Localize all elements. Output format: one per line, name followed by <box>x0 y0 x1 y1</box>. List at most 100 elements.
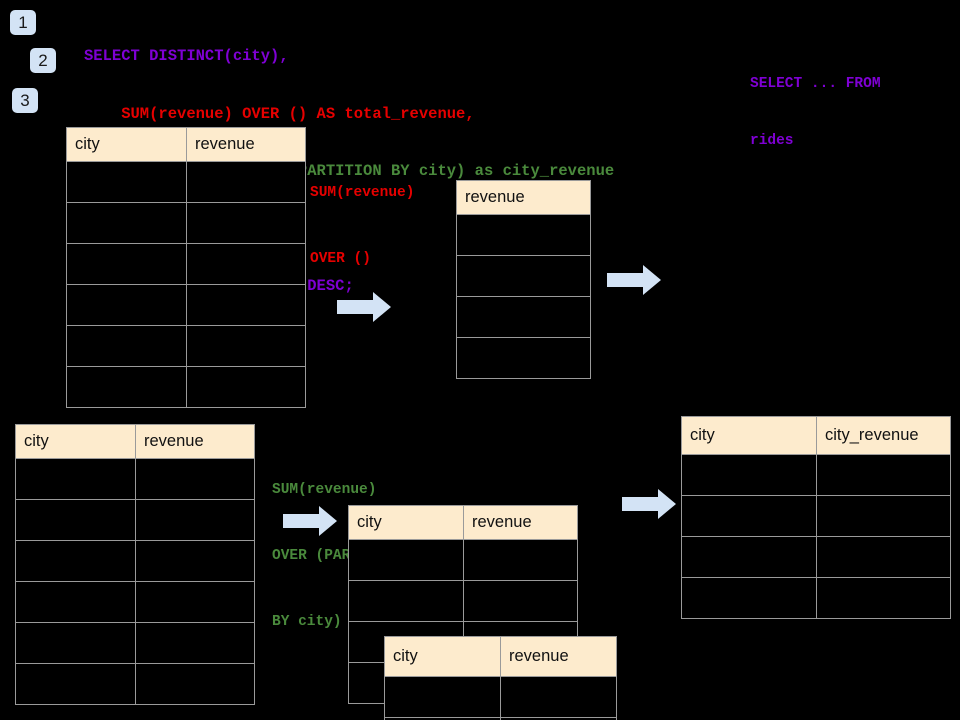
table-cell <box>66 243 187 285</box>
table-row <box>15 622 255 664</box>
step-badge-1: 1 <box>10 10 36 35</box>
table-cell <box>681 536 817 578</box>
table-row <box>456 296 591 338</box>
table-cell <box>66 325 187 367</box>
table-cell <box>66 366 187 408</box>
table-cell <box>15 499 136 541</box>
table-cell <box>500 676 617 718</box>
table-cell <box>186 284 306 326</box>
right-arrow-icon <box>607 265 661 295</box>
table-row <box>66 243 306 285</box>
table-row <box>681 454 951 496</box>
table-cell <box>816 536 951 578</box>
table-row <box>348 580 578 622</box>
table-row <box>15 458 255 500</box>
step-badge-3: 3 <box>12 88 38 113</box>
table-cell <box>348 539 464 581</box>
right-arrow-icon <box>622 489 676 519</box>
table-header-row: city revenue <box>348 505 578 540</box>
sql-line-select: SELECT DISTINCT(city), <box>84 47 289 65</box>
table-cell <box>456 255 591 297</box>
table-cell <box>500 717 617 720</box>
source-query-annotation-line-1: SELECT ... FROM <box>750 76 881 92</box>
total-revenue-table: revenue <box>456 180 591 379</box>
column-header-city: city <box>348 505 464 540</box>
arrow-partition-to-result <box>622 488 676 520</box>
table-cell <box>15 458 136 500</box>
step-badge-2: 2 <box>30 48 56 73</box>
table-cell <box>186 202 306 244</box>
arrow-rides-to-total-revenue <box>337 291 391 323</box>
table-cell <box>456 337 591 379</box>
table-cell <box>15 622 136 664</box>
table-cell <box>66 161 187 203</box>
table-cell <box>463 580 578 622</box>
table-cell <box>463 539 578 581</box>
table-cell <box>135 622 255 664</box>
table-body <box>15 458 255 705</box>
table-cell <box>186 366 306 408</box>
table-row <box>66 366 306 408</box>
source-query-annotation: SELECT ... FROM rides <box>750 37 881 189</box>
table-header-row: revenue <box>456 180 591 215</box>
table-row <box>681 495 951 537</box>
table-cell <box>15 581 136 623</box>
sum-partition-annotation-line-1: SUM(revenue) <box>272 482 377 498</box>
table-cell <box>816 577 951 619</box>
table-row <box>15 540 255 582</box>
table-cell <box>186 325 306 367</box>
table-cell <box>186 243 306 285</box>
table-row <box>384 676 617 718</box>
table-cell <box>66 202 187 244</box>
table-cell <box>456 214 591 256</box>
partition-group-table-front: city revenue <box>384 636 617 720</box>
table-cell <box>681 577 817 619</box>
table-row <box>66 202 306 244</box>
table-row <box>456 255 591 297</box>
table-cell <box>681 454 817 496</box>
table-cell <box>348 580 464 622</box>
table-cell <box>66 284 187 326</box>
table-body <box>66 161 306 408</box>
table-cell <box>15 540 136 582</box>
column-header-city: city <box>15 424 136 459</box>
table-cell <box>135 540 255 582</box>
sum-partition-annotation-line-3: BY city) <box>272 614 342 630</box>
table-header-row: city revenue <box>384 636 617 677</box>
rides-source-table-bottom: city revenue <box>15 424 255 705</box>
column-header-revenue: revenue <box>463 505 578 540</box>
table-row <box>456 214 591 256</box>
table-row <box>456 337 591 379</box>
table-header-row: city revenue <box>66 127 306 162</box>
column-header-city-revenue: city_revenue <box>816 416 951 455</box>
column-header-revenue: revenue <box>500 636 617 677</box>
table-body <box>384 676 617 720</box>
table-row <box>66 325 306 367</box>
table-cell <box>186 161 306 203</box>
arrow-total-revenue-to-result <box>607 264 661 296</box>
table-row <box>15 499 255 541</box>
table-cell <box>384 676 501 718</box>
sum-over-all-annotation-line-2: OVER () <box>310 251 371 267</box>
city-revenue-result-table: city city_revenue <box>681 416 951 619</box>
table-row <box>66 284 306 326</box>
table-row <box>681 536 951 578</box>
source-query-annotation-line-2: rides <box>750 133 794 149</box>
table-cell <box>135 663 255 705</box>
column-header-city: city <box>66 127 187 162</box>
table-row <box>681 577 951 619</box>
table-cell <box>456 296 591 338</box>
arrow-rides-to-partition <box>283 505 337 537</box>
table-row <box>66 161 306 203</box>
column-header-city: city <box>384 636 501 677</box>
table-row <box>15 663 255 705</box>
table-header-row: city revenue <box>15 424 255 459</box>
table-row <box>348 539 578 581</box>
table-cell <box>135 458 255 500</box>
sum-over-all-annotation: SUM(revenue) OVER () <box>310 138 414 314</box>
table-cell <box>15 663 136 705</box>
table-cell <box>816 495 951 537</box>
table-cell <box>681 495 817 537</box>
table-row <box>384 717 617 720</box>
